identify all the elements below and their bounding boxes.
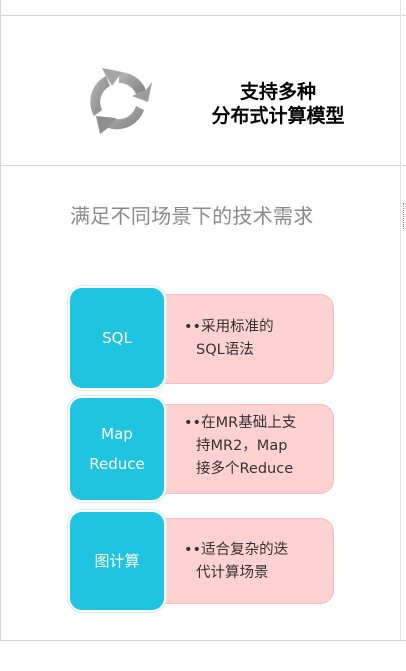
feature-desc-line: ••适合复杂的迭: [184, 542, 289, 558]
feature-desc-line: SQL语法: [196, 342, 254, 358]
header-title-line2: 分布式计算模型: [211, 105, 345, 127]
feature-desc-mapreduce: ••在MR基础上支 持MR2，Map 接多个Reduce: [184, 412, 296, 481]
header-title: 支持多种 分布式计算模型: [190, 80, 366, 128]
table-row-divider: [0, 165, 406, 166]
feature-desc-line: 持MR2，Map: [196, 438, 288, 454]
header-title-line1: 支持多种: [239, 81, 316, 103]
feature-desc-graph: ••适合复杂的迭 代计算场景: [184, 539, 288, 585]
feature-label-text: Reduce: [89, 455, 145, 473]
feature-desc-line: 接多个Reduce: [196, 461, 294, 477]
table-column-divider-right: [400, 0, 401, 640]
table-border-bottom: [0, 640, 406, 641]
edge-marker: [403, 203, 406, 229]
feature-label-graph: 图计算: [70, 512, 164, 610]
section-subtitle: 满足不同场景下的技术需求: [70, 204, 314, 228]
feature-desc-line: ••在MR基础上支: [184, 415, 297, 431]
feature-label-text: SQL: [102, 329, 132, 347]
feature-label-text: 图计算: [94, 552, 140, 570]
feature-label-mapreduce: Map Reduce: [70, 398, 164, 500]
table-border-top: [0, 15, 406, 16]
feature-desc-line: 代计算场景: [196, 565, 269, 581]
feature-desc-sql: ••采用标准的 SQL语法: [184, 316, 274, 362]
table-border-left: [0, 0, 1, 640]
feature-label-text: Map: [101, 425, 133, 443]
feature-label-sql: SQL: [70, 288, 164, 388]
cycle-arrows-icon: [90, 68, 152, 134]
feature-desc-line: ••采用标准的: [184, 319, 274, 335]
